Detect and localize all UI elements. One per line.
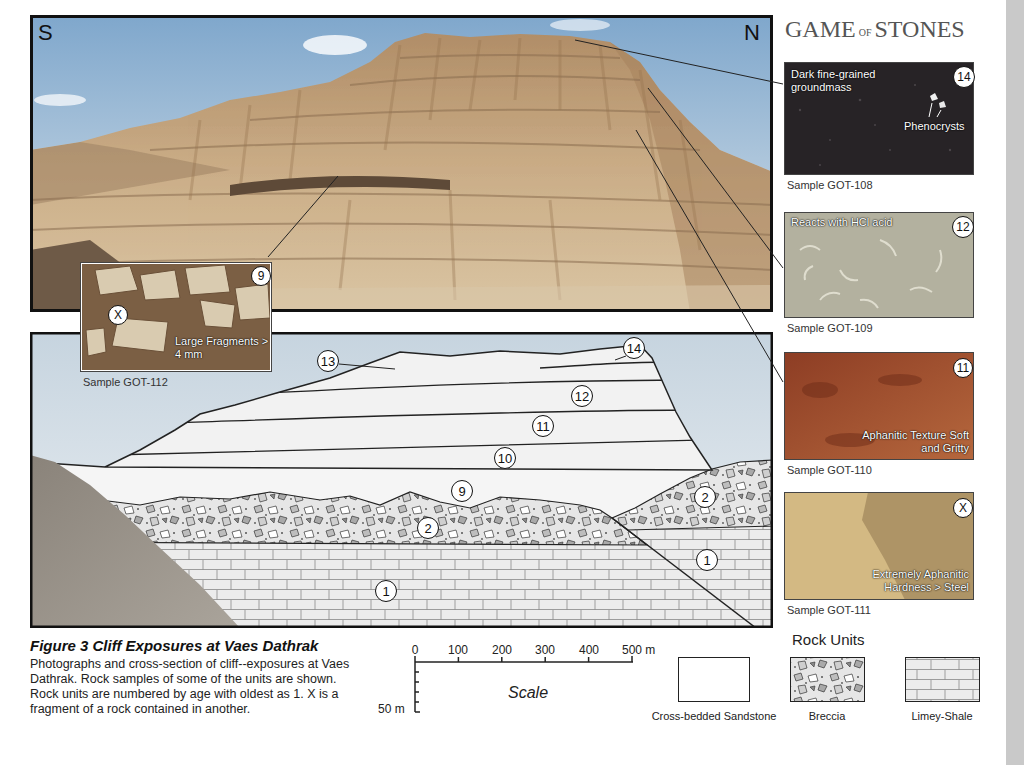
callout-circle: 14: [953, 66, 975, 88]
callout-number: X: [959, 502, 967, 514]
unit-number-circle: 2: [417, 517, 439, 539]
callout-number: 9: [258, 270, 265, 282]
callout-number: 2: [424, 522, 431, 535]
unit-number-circle: 2: [694, 486, 716, 508]
callout-number: 9: [458, 485, 465, 498]
unit-number-circle: 14: [623, 337, 645, 359]
callout-circle: 12: [952, 216, 974, 238]
sample-photo: Aphanitic Texture Soft and GrittySample …: [784, 352, 974, 460]
edge-band: [1006, 0, 1024, 765]
sample-id: Sample GOT-111: [787, 604, 871, 617]
logo-text: STONES: [874, 16, 964, 44]
logo-text: OF: [859, 27, 872, 39]
breccia-sample: [790, 657, 865, 702]
scale-number: 300: [535, 644, 555, 658]
sample-description: Dark fine-grained groundmass: [791, 68, 901, 93]
scale-number: 500 m: [622, 644, 655, 658]
callout-number: 11: [957, 362, 969, 374]
sample-photo: Extremely Aphanitic Hardness > SteelSamp…: [784, 492, 974, 600]
sample-textures: [80, 62, 974, 600]
scale-unit: 50 m: [378, 703, 405, 717]
sample-photo: Large Fragments > 4 mmSample GOT-1129X: [80, 262, 272, 372]
compass-label: S: [38, 20, 53, 45]
callout-number: 13: [321, 355, 335, 368]
callout-circle: X: [953, 498, 973, 518]
callout-number: 12: [575, 390, 589, 403]
callout-number: 10: [498, 452, 512, 465]
callout-number: 1: [382, 585, 389, 598]
legend-swatch: [905, 657, 980, 702]
logo-text: GAME: [785, 16, 856, 44]
sample-feature: Phenocrysts: [904, 120, 965, 133]
legend-label: Limey-Shale: [911, 710, 972, 723]
unit-number-circle: 1: [696, 549, 718, 571]
callout-number: 2: [701, 491, 708, 504]
compass-label: N: [744, 20, 760, 45]
unit-number-circle: 12: [571, 385, 593, 407]
callout-circle: X: [108, 305, 128, 325]
callout-number: 14: [627, 342, 641, 355]
callout-circle: 9: [251, 266, 271, 286]
shale-sample: [905, 657, 980, 702]
sample-description: Reacts with HCl acid: [791, 216, 941, 229]
sample-description: Large Fragments > 4 mm: [175, 335, 269, 360]
sample-description: Extremely Aphanitic Hardness > Steel: [839, 568, 969, 593]
sample-photo: Dark fine-grained groundmassPhenocrystsS…: [784, 62, 974, 175]
unit-number-circle: 1: [375, 580, 397, 602]
callout-number: 1: [703, 554, 710, 567]
callout-number: 12: [956, 221, 969, 233]
scale-title: Scale: [508, 684, 548, 702]
scale-number: 400: [579, 644, 599, 658]
leader-lines: [268, 40, 783, 382]
legend-swatch: [790, 657, 865, 702]
figure-title: Figure 3 Cliff Exposures at Vaes Dathrak: [30, 637, 318, 654]
callout-number: 14: [957, 71, 970, 83]
scale-number: 200: [492, 644, 512, 658]
sample-id: Sample GOT-109: [787, 322, 873, 335]
sample-photo: Reacts with HCl acidSample GOT-10912: [784, 212, 974, 318]
sample-description: Aphanitic Texture Soft and Gritty: [849, 429, 969, 454]
cross-section: [30, 332, 773, 628]
callout-number: X: [114, 309, 122, 321]
callout-number: 11: [536, 420, 550, 433]
scale-number: 0: [412, 644, 419, 658]
unit-number-circle: 10: [494, 447, 516, 469]
sample-id: Sample GOT-112: [83, 376, 168, 389]
figure-caption: Photographs and cross-section of cliff--…: [30, 657, 365, 717]
legend-title: Rock Units: [792, 631, 865, 648]
unit-number-circle: 9: [451, 480, 473, 502]
unit-number-circle: 13: [317, 350, 339, 372]
callout-circle: 11: [953, 358, 973, 378]
scale-number: 100: [448, 644, 468, 658]
sample-id: Sample GOT-108: [787, 179, 873, 192]
sample-id: Sample GOT-110: [787, 464, 872, 477]
scale-bar: [415, 656, 633, 712]
legend-label: Cross-bedded Sandstone: [652, 710, 777, 723]
legend-swatch: [678, 657, 750, 702]
legend-label: Breccia: [809, 710, 846, 723]
unit-number-circle: 11: [532, 415, 554, 437]
